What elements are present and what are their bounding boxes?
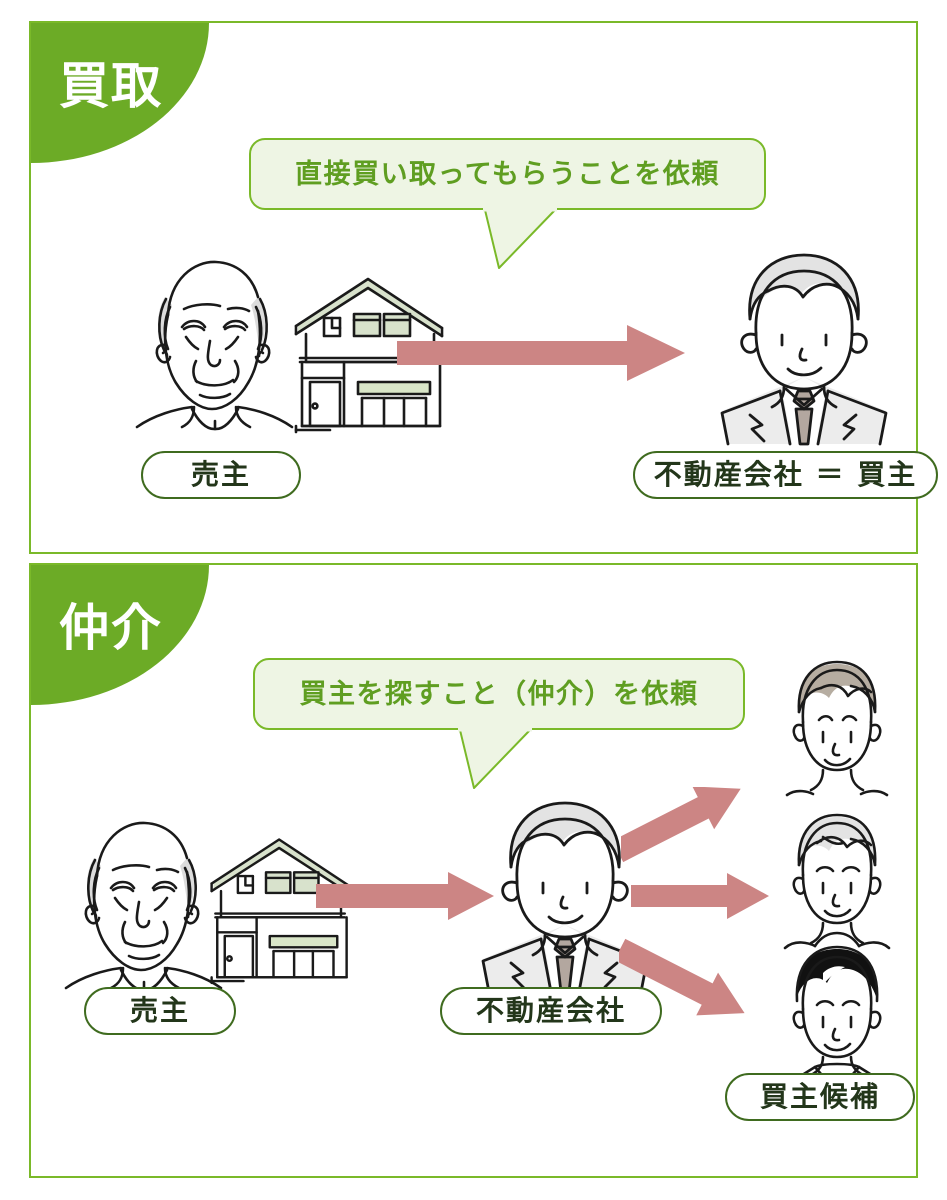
badge-chukai-label: 仲介 bbox=[59, 599, 163, 657]
bubble-chukai-text: 買主を探すこと（仲介）を依頼 bbox=[299, 678, 699, 710]
businessman-icon bbox=[481, 801, 649, 994]
pill-buyer-candidates-label: 買主候補 bbox=[759, 1080, 880, 1113]
elderly-man-icon bbox=[64, 821, 223, 992]
pill-seller-chukai-label: 売主 bbox=[129, 994, 190, 1027]
pill-company-chukai: 不動産会社 bbox=[440, 987, 662, 1035]
bubble-kaitori-tail bbox=[481, 206, 557, 269]
elderly-man-icon bbox=[135, 260, 294, 431]
badge-kaitori: 買取 bbox=[31, 23, 209, 163]
buyer-candidate-3 bbox=[771, 945, 901, 1084]
seller-to-company-arrow-chukai bbox=[316, 870, 496, 926]
seller-figure-kaitori bbox=[132, 249, 294, 431]
buyer-candidate-2 bbox=[771, 813, 901, 950]
seller-to-company-arrow-kaitori bbox=[397, 323, 687, 387]
house-figure-kaitori bbox=[290, 266, 450, 436]
company-to-buyer-3-arrow bbox=[614, 935, 764, 1029]
bubble-kaitori: 直接買い取ってもらうことを依頼 bbox=[249, 138, 766, 210]
person-gray-hair-icon bbox=[783, 813, 891, 950]
pill-seller-chukai: 売主 bbox=[84, 987, 236, 1035]
house-icon bbox=[294, 277, 444, 434]
pill-company-chukai-label: 不動産会社 bbox=[475, 994, 626, 1027]
panel-chukai: 仲介 買主を探すこと（仲介）を依頼 bbox=[29, 563, 918, 1178]
businessman-icon bbox=[720, 253, 888, 446]
pill-buyer-candidates: 買主候補 bbox=[725, 1073, 915, 1121]
bubble-chukai: 買主を探すこと（仲介）を依頼 bbox=[253, 658, 745, 730]
pill-seller-kaitori: 売主 bbox=[141, 451, 301, 499]
house-icon bbox=[210, 838, 350, 985]
person-black-hair-icon bbox=[789, 945, 885, 1084]
panel-kaitori: 買取 直接買い取ってもらうことを依頼 bbox=[29, 21, 938, 554]
company-figure-kaitori bbox=[704, 249, 904, 446]
badge-chukai: 仲介 bbox=[31, 565, 209, 705]
company-to-buyer-1-arrow bbox=[612, 786, 761, 876]
house-figure-chukai bbox=[206, 827, 356, 987]
bubble-chukai-tail bbox=[456, 726, 532, 789]
person-taupe-hair-icon bbox=[785, 660, 889, 797]
bubble-kaitori-text: 直接買い取ってもらうことを依頼 bbox=[295, 158, 720, 190]
company-figure-chukai bbox=[465, 797, 665, 994]
buyer-candidate-1 bbox=[771, 660, 901, 797]
pill-company-kaitori-label: 不動産会社 ＝ 買主 bbox=[653, 458, 918, 491]
pill-company-kaitori: 不動産会社 ＝ 買主 bbox=[633, 451, 938, 499]
pill-seller-kaitori-label: 売主 bbox=[190, 458, 251, 491]
seller-figure-chukai bbox=[61, 810, 223, 992]
badge-kaitori-label: 買取 bbox=[59, 57, 163, 115]
company-to-buyer-2-arrow bbox=[631, 871, 771, 925]
